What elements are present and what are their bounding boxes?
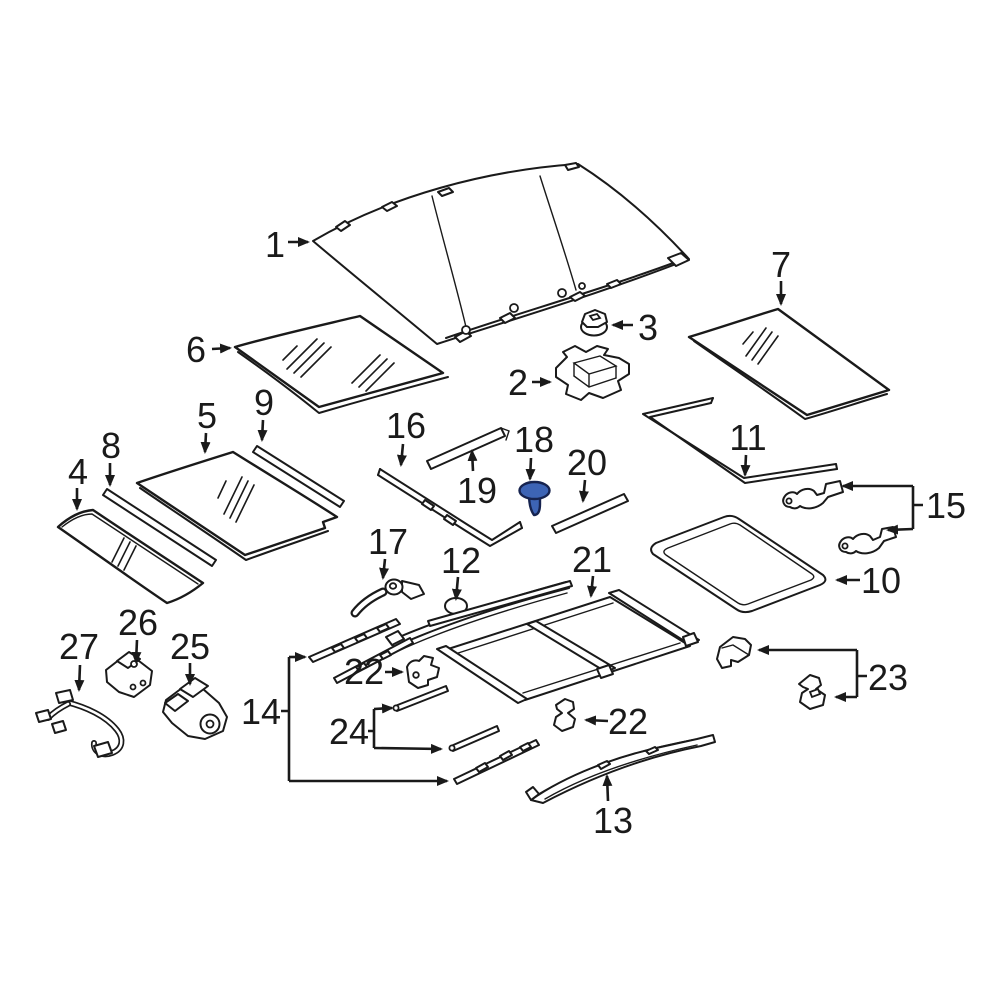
callout-20: 20 [567, 442, 607, 483]
callout-17: 17 [368, 521, 408, 562]
callout-24: 24 [329, 711, 369, 752]
part-21-sunshade [436, 589, 700, 704]
part-24-rod-lower [448, 725, 500, 752]
callout-15: 15 [926, 485, 966, 526]
part-27-wiring-harness [35, 689, 125, 758]
part-12-front-rail [385, 580, 573, 653]
part-24-rod-upper [392, 685, 449, 712]
part-2-bracket-box [555, 345, 630, 401]
callout-1: 1 [265, 224, 285, 265]
callout-22-right: 22 [608, 701, 648, 742]
part-14-guide-rail-lower [453, 739, 540, 785]
part-15-hook-bracket-lower [838, 526, 897, 555]
part-22-clip-right [553, 698, 576, 732]
part-8-seal-strip [102, 488, 217, 567]
callout-18: 18 [514, 419, 554, 460]
callout-25: 25 [170, 626, 210, 667]
part-19-strip [426, 427, 510, 470]
part-10-seal-ring [650, 514, 827, 614]
part-22-clip-left [406, 655, 440, 689]
callout-14: 14 [241, 691, 281, 732]
part-14-guide-rail-upper [308, 618, 401, 663]
part-1-roof-panel [312, 162, 690, 345]
part-5-glass-panel [135, 450, 339, 561]
callout-labels: 1 2 3 4 5 6 7 8 9 10 11 12 13 14 15 16 1… [59, 224, 966, 841]
part-11-frame-seal [642, 397, 838, 484]
callout-10: 10 [861, 560, 901, 601]
part-23-clip-lower [798, 674, 826, 710]
callout-3: 3 [638, 307, 658, 348]
callout-2: 2 [508, 362, 528, 403]
callout-26: 26 [118, 602, 158, 643]
part-20-strip [551, 493, 629, 534]
part-26-motor [105, 651, 153, 698]
callout-22-left: 22 [344, 651, 384, 692]
callout-6: 6 [186, 329, 206, 370]
callout-21: 21 [572, 539, 612, 580]
callout-5: 5 [197, 395, 217, 436]
callout-13: 13 [593, 800, 633, 841]
callout-7: 7 [771, 244, 791, 285]
callout-8: 8 [101, 425, 121, 466]
part-4-deflector-glass [56, 508, 205, 605]
part-9-seal-strip [252, 445, 345, 508]
callout-16: 16 [386, 405, 426, 446]
part-6-glass-panel [233, 314, 449, 414]
callout-arrows [72, 237, 923, 802]
callout-19: 19 [457, 470, 497, 511]
part-25-motor [162, 677, 228, 740]
part-7-glass-panel [687, 307, 891, 420]
callout-11: 11 [729, 417, 766, 458]
part-15-hook-bracket-upper [782, 480, 844, 510]
callout-9: 9 [254, 382, 274, 423]
part-17-crank-handle [350, 578, 425, 618]
callout-27: 27 [59, 626, 99, 667]
callout-23: 23 [868, 657, 908, 698]
callout-12: 12 [441, 540, 481, 581]
part-18-clip-highlighted [518, 480, 551, 517]
part-3-nut [580, 309, 608, 337]
part-16-guide-frame [377, 468, 523, 547]
part-13-side-rail [525, 734, 716, 804]
part-23-clip-upper [716, 636, 752, 669]
callout-4: 4 [68, 451, 88, 492]
part-guide-rail-middle [333, 637, 414, 684]
